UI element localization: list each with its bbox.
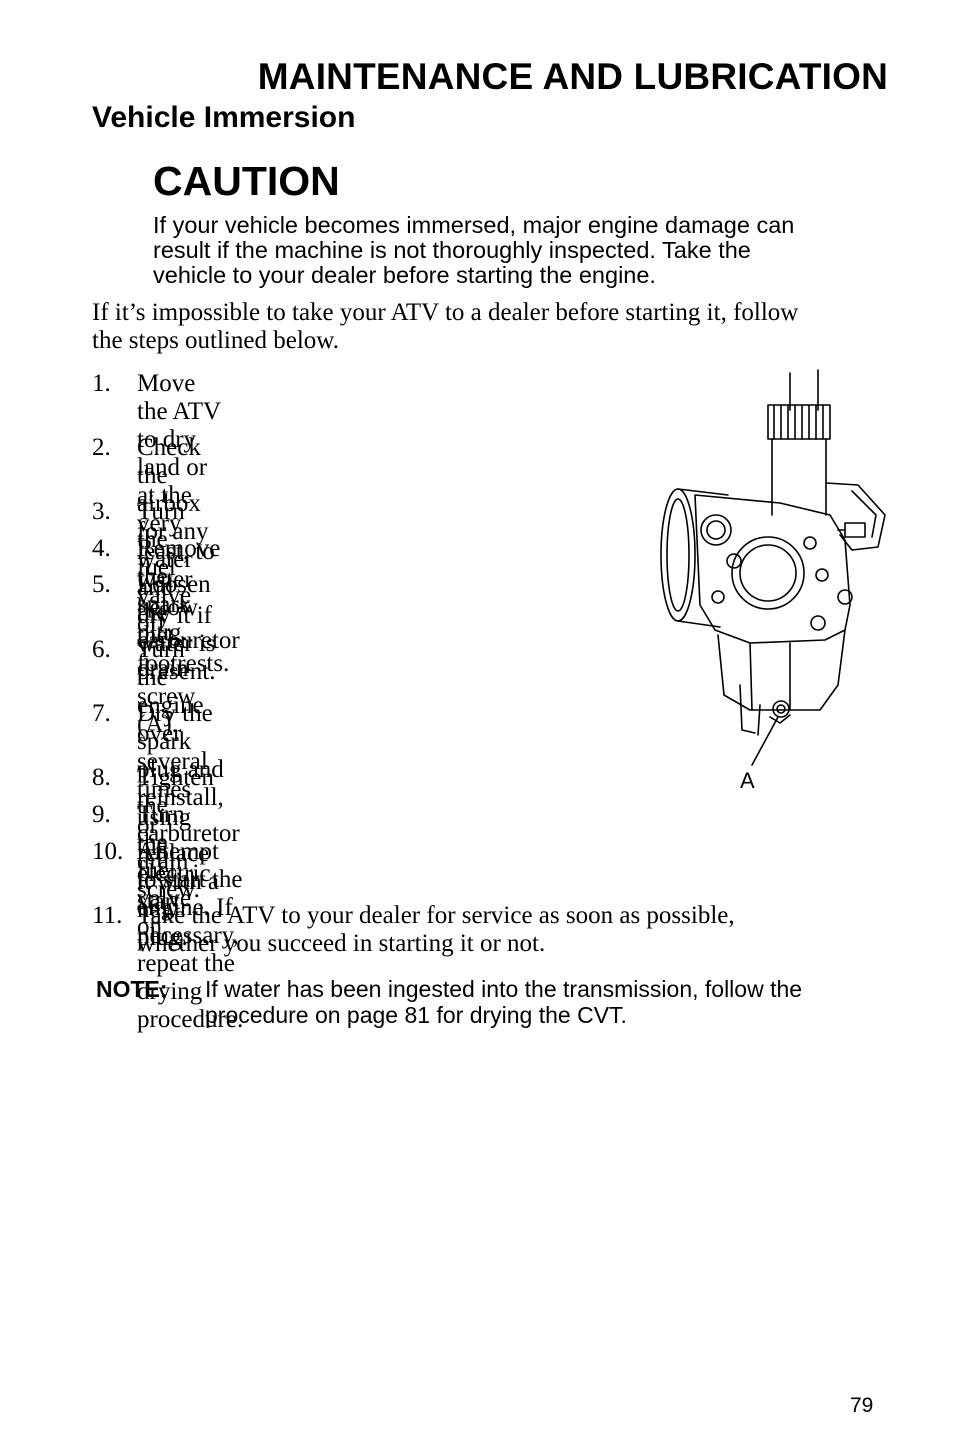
step-text: Loosen the carburetor drain bbox=[137, 571, 240, 682]
note-label: NOTE: bbox=[96, 976, 168, 1002]
page-number: 79 bbox=[850, 1394, 874, 1417]
screw bbox=[837, 589, 853, 605]
step-number: 9. bbox=[92, 801, 111, 828]
step-text: Check the airbox for any water and bbox=[137, 434, 209, 601]
note-line: If water has been ingested into the tran… bbox=[205, 976, 803, 1002]
caution-line: result if the machine is not thoroughly … bbox=[153, 237, 751, 263]
note-line: procedure on page 81 for drying the CVT. bbox=[205, 1002, 627, 1028]
step-text: Tighten the carburetor drain screw. bbox=[137, 764, 240, 903]
fitting bbox=[700, 514, 732, 546]
caution-line: vehicle to your dealer before starting t… bbox=[153, 262, 656, 288]
step-text: whether you succeed in starting it or no… bbox=[137, 930, 546, 957]
step-number: 6. bbox=[92, 636, 111, 663]
step-text: Take the ATV to your dealer for service … bbox=[137, 902, 735, 929]
step-text: Turn the fuel valve on. bbox=[137, 801, 192, 940]
section-title: Vehicle Immersion bbox=[92, 101, 356, 134]
caution-text: If your vehicle becomes immersed, major … bbox=[153, 213, 873, 288]
step-text: Remove the spark plug. bbox=[137, 535, 221, 646]
chapter-title: MAINTENANCE AND LUBRICATION bbox=[257, 56, 888, 97]
intro-paragraph: If it’s impossible to take your ATV to a… bbox=[92, 299, 892, 355]
step-number: 8. bbox=[92, 764, 111, 791]
step-number: 2. bbox=[92, 434, 111, 461]
screw bbox=[803, 536, 817, 550]
top-nut bbox=[767, 404, 831, 440]
intake-bell bbox=[660, 488, 696, 622]
chamber bbox=[731, 536, 805, 610]
step-number: 7. bbox=[92, 700, 111, 727]
step-number: 4. bbox=[92, 535, 111, 562]
drain-screw bbox=[772, 700, 790, 718]
caution-heading: CAUTION bbox=[153, 158, 340, 204]
drain-tube bbox=[739, 684, 761, 736]
screw bbox=[711, 590, 725, 604]
intro-line: the steps outlined below. bbox=[92, 327, 339, 354]
step-text: very least, to water below the footrests… bbox=[137, 510, 230, 677]
step-text: Move the ATV to dry land or at the bbox=[137, 370, 221, 509]
step-text: replace it with a new plug. bbox=[137, 840, 219, 951]
bolt bbox=[844, 522, 866, 538]
carb-body bbox=[694, 494, 851, 644]
intro-line: If it’s impossible to take your ATV to a… bbox=[92, 299, 799, 326]
step-number: 10. bbox=[92, 838, 124, 865]
step-text: Turn the fuel valve off. bbox=[137, 498, 192, 637]
step-text: Dry the spark plug and reinstall, or bbox=[137, 700, 224, 839]
step-text: screw (A). bbox=[137, 683, 196, 738]
step-text: repeat the drying procedure. bbox=[137, 950, 244, 1033]
carburetor-illustration-icon bbox=[660, 369, 886, 766]
step-number: 1. bbox=[92, 370, 111, 397]
step-text: Turn the engine over several times bbox=[137, 636, 208, 803]
callout-leader bbox=[751, 716, 779, 766]
screw bbox=[726, 553, 742, 569]
screw bbox=[810, 615, 826, 631]
step-text: Attempt to start the engine. If necessar… bbox=[137, 838, 243, 949]
step-text: using the electric start. bbox=[137, 804, 211, 915]
step-text: dry it if water is present. bbox=[137, 602, 216, 685]
callout-label-a: A bbox=[740, 768, 755, 793]
step-number: 5. bbox=[92, 571, 111, 598]
step-number: 11. bbox=[92, 902, 123, 929]
screw bbox=[815, 568, 829, 582]
step-number: 3. bbox=[92, 498, 111, 525]
bracket bbox=[825, 482, 886, 551]
caution-line: If your vehicle becomes immersed, major … bbox=[153, 212, 795, 238]
